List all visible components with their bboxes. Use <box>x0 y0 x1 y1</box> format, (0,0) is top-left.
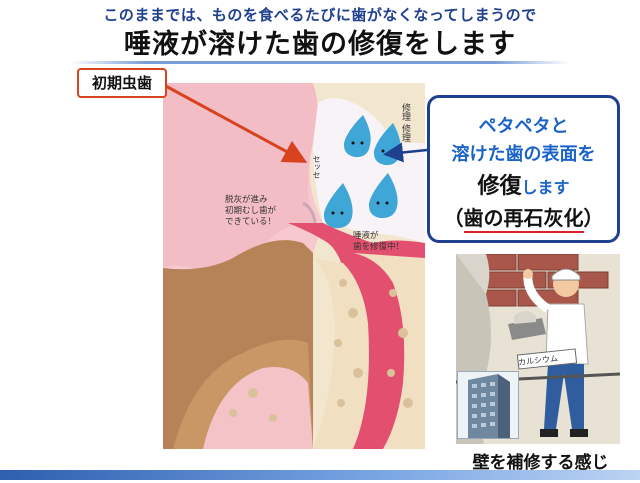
callout-paren-close: ） <box>583 206 604 230</box>
bottom-bar <box>0 470 640 480</box>
callout-line-3: 修復します <box>430 168 617 200</box>
callout-paren-open: （ <box>443 206 464 230</box>
callout-line-4: （歯の再石灰化） <box>430 202 617 233</box>
repair-arrow <box>383 142 428 163</box>
slide-subtitle: このままでは、ものを食べるたびに歯がなくなってしまうので <box>103 6 537 24</box>
wall-repair-caption: 壁を補修する感じ <box>472 453 609 473</box>
note-repair-repair: 修理 修理 <box>400 103 410 142</box>
caries-arrow <box>161 82 308 163</box>
callout-box: ペタペタと 溶けた歯の表面を 修復します （歯の再石灰化） <box>427 95 620 243</box>
tooth-illustration: 脱灰が進み 初期むし歯が できている！ 唾液が 歯を修復中！ 修理 修理 セッセ <box>163 83 425 449</box>
tooth-cross-section-drawing <box>163 83 425 449</box>
note-sese: セッセ <box>312 155 321 179</box>
callout-line-2: 溶けた歯の表面を <box>451 144 596 165</box>
callout-suffix: します <box>521 178 570 197</box>
slide-title: 唾液が溶けた歯の修復をします <box>124 29 516 60</box>
callout-remineralization: 歯の再石灰化 <box>463 206 584 233</box>
callout-line-1: ペタペタと <box>478 116 569 137</box>
saliva-character-4 <box>368 173 398 219</box>
label-early-caries: 初期虫歯 <box>77 68 167 98</box>
note-demineralization: 脱灰が進み 初期むし歯が できている！ <box>225 195 277 227</box>
note-repairing: 唾液が 歯を修復中！ <box>353 231 405 252</box>
worker-illustration: カルシウム <box>456 254 620 444</box>
title-divider <box>70 61 570 64</box>
callout-repair-word: 修復 <box>477 174 522 199</box>
building-icon <box>457 371 519 439</box>
saliva-character-1 <box>343 115 371 158</box>
saliva-character-3 <box>323 183 353 229</box>
